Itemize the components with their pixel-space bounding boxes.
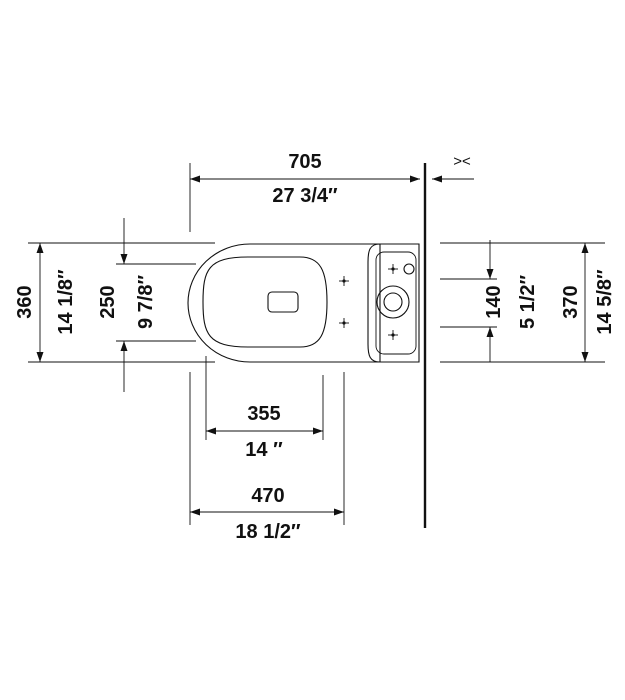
seat-width-in: 9 7/8″: [135, 275, 157, 329]
wall-gap-symbol: ><: [453, 153, 471, 170]
overall-length-mm: 705: [288, 151, 321, 173]
outlet-outer-circle: [376, 285, 410, 319]
dim-seat-to-wall: 355 14 ″: [205, 356, 324, 461]
seat-outline: [202, 256, 328, 348]
seat-width-mm: 250: [97, 285, 119, 318]
bowl-length-mm: 470: [251, 485, 284, 507]
seat-to-wall-in: 14 ″: [245, 439, 283, 461]
outlet-width-mm: 140: [483, 285, 505, 318]
dim-tank-width: 370 14 5/8″: [440, 242, 616, 363]
tank-outline: [367, 243, 420, 363]
bowl-outline: [187, 243, 380, 363]
tank-inner: [375, 251, 417, 355]
bowl-length-in: 18 1/2″: [235, 521, 301, 543]
seat-hinge-cutout: [267, 291, 299, 313]
fixing-marks: [339, 264, 398, 340]
bowl-width-in: 14 1/8″: [55, 269, 77, 335]
dim-seat-width: 250 9 7/8″: [97, 218, 196, 392]
tank-width-mm: 370: [560, 285, 582, 318]
dim-outlet-width: 140 5 1/2″: [440, 240, 539, 362]
dim-overall-length: 705 27 3/4″: [189, 151, 420, 232]
dim-bowl-width: 360 14 1/8″: [14, 242, 215, 363]
dim-bowl-length: 470 18 1/2″: [189, 372, 345, 543]
tank-width-in: 14 5/8″: [594, 269, 616, 335]
supply-circle: [403, 263, 415, 275]
seat-to-wall-mm: 355: [247, 403, 280, 425]
overall-length-in: 27 3/4″: [272, 185, 338, 207]
outlet-inner-circle: [383, 292, 403, 312]
outlet-width-in: 5 1/2″: [517, 275, 539, 329]
dim-wall-gap: ><: [432, 153, 474, 183]
bowl-width-mm: 360: [14, 285, 36, 318]
